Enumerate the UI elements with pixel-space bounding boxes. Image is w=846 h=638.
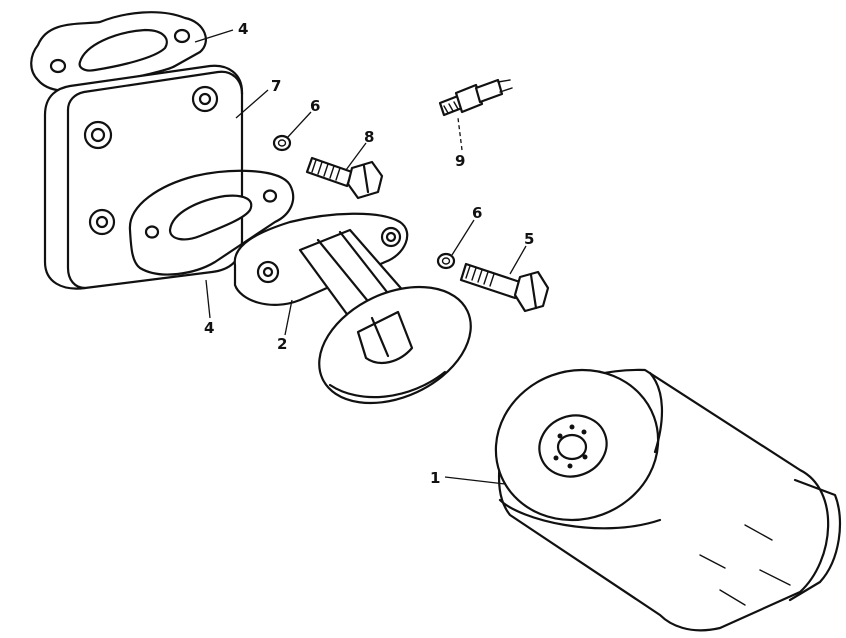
callout-2: 2 [277,335,287,353]
callout-7: 7 [271,77,281,95]
callout-6-top: 6 [310,97,320,115]
oil-pressure-sensor [438,78,513,117]
washer-upper [272,134,292,152]
callout-labels: 4 7 6 8 9 6 5 4 2 1 [204,20,534,487]
lower-gasket [128,169,295,276]
washer-lower [436,252,456,270]
leader-lines [194,29,527,485]
oil-filter [494,368,842,632]
callout-5: 5 [524,230,534,248]
callout-9: 9 [455,152,465,170]
callout-4-bottom: 4 [204,319,214,337]
callout-8: 8 [364,128,374,146]
callout-1: 1 [430,469,440,487]
upper-gasket [30,11,207,92]
bolt-lower [459,262,550,313]
filter-mount-adapter [233,212,472,405]
bolt-upper [305,156,384,200]
callout-6-bottom: 6 [472,204,482,222]
callout-4-top: 4 [238,20,248,38]
adapter-plate [43,64,244,290]
